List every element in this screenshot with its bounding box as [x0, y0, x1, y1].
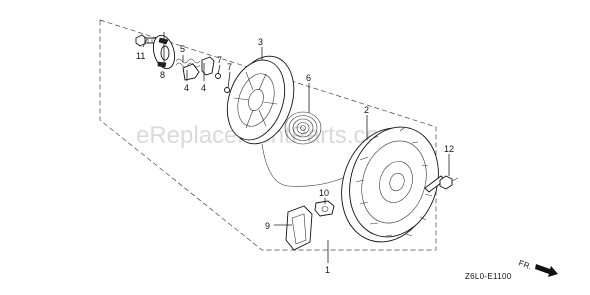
- callout-labels: 11 8 5 4 4 7 7 3 6 2 12 10 9 1: [136, 37, 454, 275]
- part-2-starter-case: [341, 126, 446, 243]
- callout-4-left: 4: [184, 83, 189, 93]
- part-9-starter-grip: [285, 205, 313, 251]
- callout-7-lower: 7: [227, 62, 232, 72]
- part-3-reel: [226, 55, 295, 145]
- callout-11: 11: [136, 51, 145, 61]
- part-10-rope-guide: [314, 200, 335, 217]
- callout-9: 9: [265, 221, 270, 231]
- part-4-ratchet-right: [201, 56, 215, 76]
- callout-5: 5: [180, 44, 185, 54]
- callout-12: 12: [444, 144, 454, 154]
- part-4-ratchet-left: [182, 63, 200, 81]
- diagram-code: Z6L0-E1100: [465, 272, 512, 281]
- callout-3: 3: [258, 37, 263, 47]
- leader-lines: [142, 32, 450, 263]
- callout-6: 6: [306, 73, 311, 83]
- direction-label: FR.: [517, 258, 533, 271]
- callout-7-upper: 7: [217, 55, 222, 65]
- front-direction-indicator: FR.: [517, 258, 558, 277]
- callout-10: 10: [319, 188, 329, 198]
- front-arrow-icon: [535, 264, 558, 277]
- part-6-spiral-spring: [284, 111, 322, 145]
- callout-2: 2: [364, 105, 369, 115]
- part-12-flange-bolt: [439, 175, 459, 190]
- part-7-collar-upper: [215, 73, 221, 79]
- part-5-spring: [175, 58, 201, 68]
- callout-8: 8: [160, 70, 165, 80]
- assembly-boundary: [99, 19, 437, 251]
- callout-1: 1: [325, 265, 330, 275]
- callout-4-right: 4: [201, 83, 206, 93]
